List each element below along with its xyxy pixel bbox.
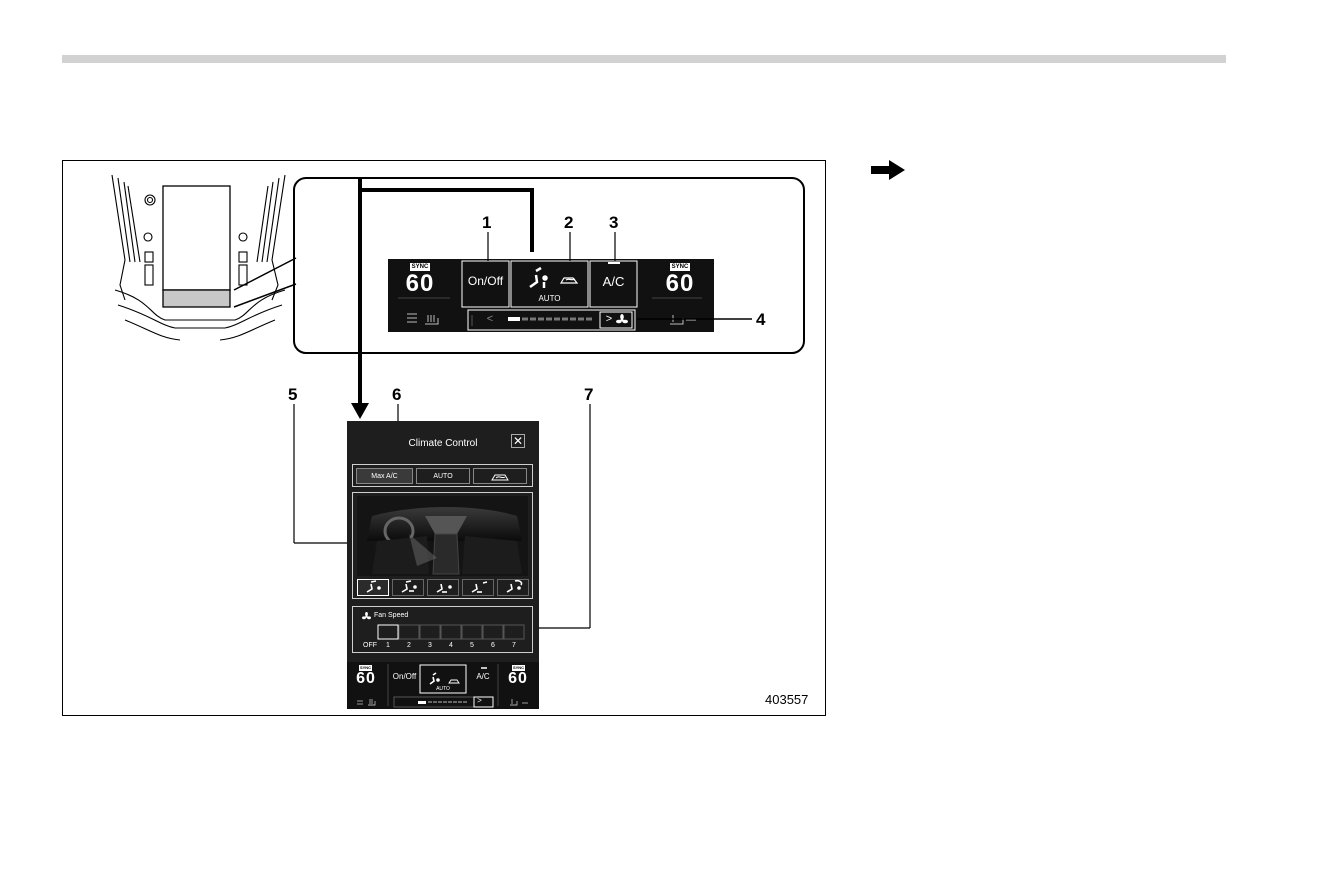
bottom-fan-increase-button[interactable]: >: [475, 696, 484, 705]
figure-id: 403557: [765, 692, 808, 707]
bottom-ac-button[interactable]: A/C: [468, 672, 498, 681]
bottom-auto-label: AUTO: [420, 686, 466, 692]
bottom-passenger-temp[interactable]: 60: [504, 670, 532, 688]
bottom-onoff-button[interactable]: On/Off: [389, 672, 420, 681]
bottom-driver-temp[interactable]: 60: [352, 670, 380, 688]
